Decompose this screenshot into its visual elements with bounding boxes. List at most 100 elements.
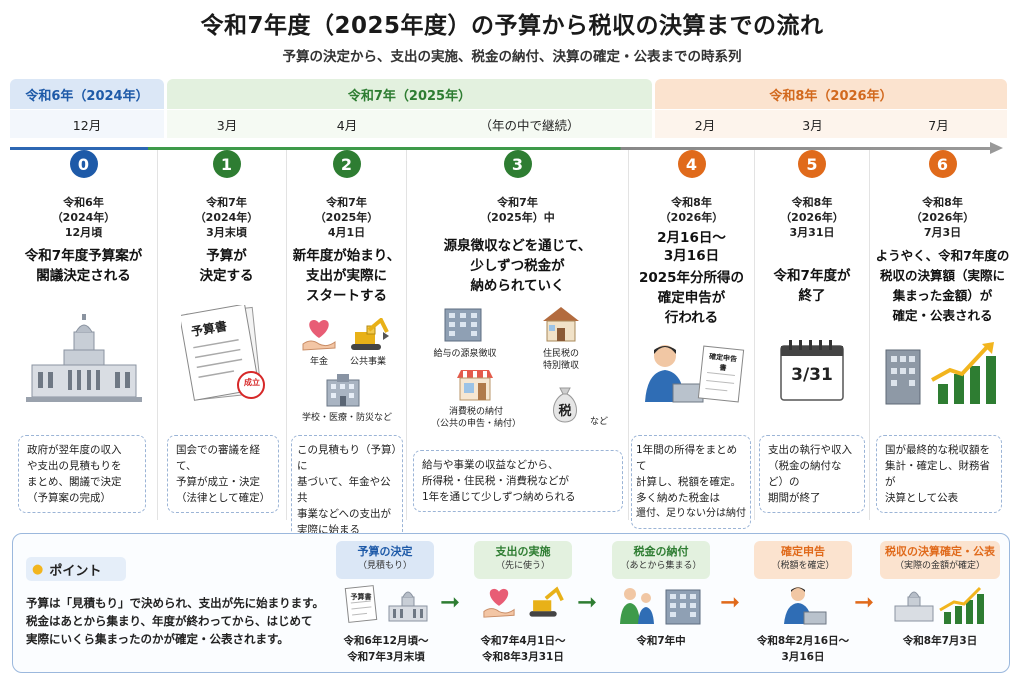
step-0-head2: 閣議決定される [36, 268, 131, 284]
step-4-head2: 確定申告が [657, 290, 726, 306]
step-2-note: この見積もり（予算）に 基づいて、年金や公共 事業などへの支出が 実際に始まる [291, 435, 403, 545]
month-6: 7月 [870, 110, 1007, 138]
step-3-note2: 所得税・住民税・消費税などが [422, 475, 569, 487]
stage-tax-payment: 税金の納付 （あとから集まる） [612, 541, 710, 579]
stage-tax-return-sub: （税額を確定） [771, 561, 835, 571]
stamp-label: 成立 [244, 378, 260, 387]
step-0: 0 令和6年 （2024年） 12月頃 令和7年度予算案が 閣議決定される 政府… [10, 150, 158, 520]
diet-building-icon [26, 314, 142, 402]
step-1-date2: （2024年） [194, 211, 259, 224]
step-1-note2: 予算が成立・決定 [176, 476, 260, 488]
step-0-date1: 令和6年 [63, 196, 104, 209]
point-text: 予算は「見積もり」で決められ、支出が先に始まります。 税金はあとから集まり、年度… [26, 594, 326, 648]
step-2-note1: この見積もり（予算）に [297, 444, 397, 472]
step-0-note3: まとめ、閣議で決定 [27, 476, 122, 488]
step-3-note1: 給与や事業の収益などから、 [422, 459, 559, 471]
step-3-head1: 源泉徴収などを通じて、 [443, 238, 592, 254]
step-4-note4: 還付、足りない分は納付 [636, 508, 746, 519]
mini-excavator-icon [529, 586, 564, 617]
step-1-note1: 国会での審議を経て、 [176, 444, 260, 472]
month-4: 2月 [655, 110, 755, 138]
step-6-date2: （2026年） [910, 211, 975, 224]
step-1: 1 令和7年 （2024年） 3月末頃 予算が 決定する 予算書 成立 国会での… [167, 150, 287, 520]
stage-spending-date2: 令和8年3月31日 [482, 651, 564, 663]
step-5-note: 支出の執行や収入 （税金の納付など）の 期間が終了 [759, 435, 865, 513]
step-6-note1: 国が最終的な税収額を [885, 444, 990, 456]
step-number-3: 3 [503, 150, 532, 178]
point-line1: 予算は「見積もり」で決められ、支出が先に始まります。 [26, 596, 324, 610]
point-line2: 税金はあとから集まり、年度が終わってから、はじめて [26, 614, 313, 628]
step-1-date3: 3月末頃 [206, 226, 247, 239]
stage-settlement-title: 税収の決算確定・公表 [885, 545, 995, 558]
step-4-date2: （2026年） [659, 211, 724, 224]
stage-settlement: 税収の決算確定・公表 （実際の金額が確定） [880, 541, 1000, 579]
pension-label: 年金 [309, 357, 328, 367]
step-number-5: 5 [798, 150, 826, 178]
lightbulb-icon: ● [32, 561, 44, 577]
step-5-note1: 支出の執行や収入 [768, 444, 852, 456]
school-building-icon [326, 374, 360, 407]
stage-tax-return: 確定申告 （税額を確定） [754, 541, 852, 579]
mini-heart-icon [483, 588, 515, 618]
step-3-date2: （2025年）中 [480, 211, 555, 224]
month-0: 12月 [10, 110, 164, 138]
mini-document-icon [344, 585, 378, 623]
step-2-head2: 支出が実際に [306, 268, 387, 284]
step-0-date2: （2024年） [51, 211, 116, 224]
step-0-head1: 令和7年度予算案が [24, 248, 143, 264]
step-4: 4 令和8年 （2026年） 2月16日～ 3月16日 2025年分所得の 確定… [629, 150, 755, 529]
step-2-date2: （2025年） [314, 211, 379, 224]
salary-label: 給与の源泉徴収 [433, 349, 497, 359]
step-4-note3: 多く納めた税金は [636, 492, 720, 504]
step-2-date1: 令和7年 [326, 196, 367, 209]
step-number-2: 2 [332, 150, 361, 178]
step-2: 2 令和7年 （2025年） 4月1日 新年度が始まり、 支出が実際に スタート… [287, 150, 407, 545]
step-1-date1: 令和7年 [206, 196, 247, 209]
step-6-date1: 令和8年 [922, 196, 963, 209]
step-4-date4: 3月16日 [663, 248, 720, 264]
timeline-axis [10, 147, 995, 150]
flow-arrow-3: ➞ [720, 588, 741, 616]
step-4-date3: 2月16日～ [657, 230, 726, 246]
person-laptop-icon [645, 345, 745, 403]
stage-tax-payment-sub: （あとから集まる） [620, 561, 702, 571]
mini-document-label: 予算書 [350, 593, 372, 601]
step-0-note: 政府が翌年度の収入 や支出の見積もりを まとめ、閣議で決定 （予算案の完成） [18, 435, 146, 513]
step-5-note3: 期間が終了 [768, 492, 821, 504]
stage-spending-date1: 令和7年4月1日～ [480, 635, 566, 647]
step-3-note3: 1年を通じて少しずつ納められる [422, 491, 576, 503]
etc-label: など [589, 417, 608, 427]
step-5-date1: 令和8年 [791, 196, 833, 209]
step-2-note2: 基づいて、年金や公共 [297, 476, 391, 504]
stage-settlement-sub: （実際の金額が確定） [894, 561, 985, 571]
calendar-icon [780, 340, 844, 401]
timeline-arrowhead [990, 142, 1003, 154]
stage-tax-payment-title: 税金の納付 [633, 545, 689, 558]
step-number-1: 1 [212, 150, 241, 178]
month-3: （年の中で継続） [407, 110, 652, 138]
step-3-head3: 納められていく [470, 278, 565, 294]
step-2-note3: 事業などへの支出が [297, 508, 391, 520]
consume-label-2: （公共の申告・納付） [430, 419, 521, 429]
step-3: 3 令和7年 （2025年）中 源泉徴収などを通じて、 少しずつ税金が 納められ… [407, 150, 629, 520]
step-2-date3: 4月1日 [327, 226, 366, 239]
calendar-date-label: 3/31 [791, 365, 833, 385]
step-6-note: 国が最終的な税収額を 集計・確定し、財務省が 決算として公表 [876, 435, 1002, 513]
publicworks-label: 公共事業 [349, 357, 386, 367]
resident-label-2: 特別徴収 [542, 361, 579, 371]
step-1-head1: 予算が [206, 248, 247, 264]
step-6: 6 令和8年 （2026年） 7月3日 ようやく、令和7年度の 税収の決算額（実… [870, 150, 1015, 520]
stage-tax-return-date1: 令和8年2月16日～ [756, 635, 850, 647]
building-chart-icon [885, 342, 996, 405]
stage-budget-date2: 令和7年3月末頃 [347, 651, 425, 663]
step-4-head1: 2025年分所得の [638, 270, 745, 286]
mini-diet-building-icon [388, 591, 428, 622]
step-number-0: 0 [69, 150, 98, 178]
point-title: ● ポイント [26, 557, 126, 581]
flow-arrow-4: ➞ [854, 588, 875, 616]
stage-tax-payment-date1: 令和7年中 [636, 635, 686, 647]
step-5-note2: （税金の納付など）の [768, 460, 842, 488]
step-5-head1: 令和7年度が [773, 268, 851, 284]
tax-bag-icon [553, 387, 577, 423]
pension-heart-icon [302, 320, 336, 351]
